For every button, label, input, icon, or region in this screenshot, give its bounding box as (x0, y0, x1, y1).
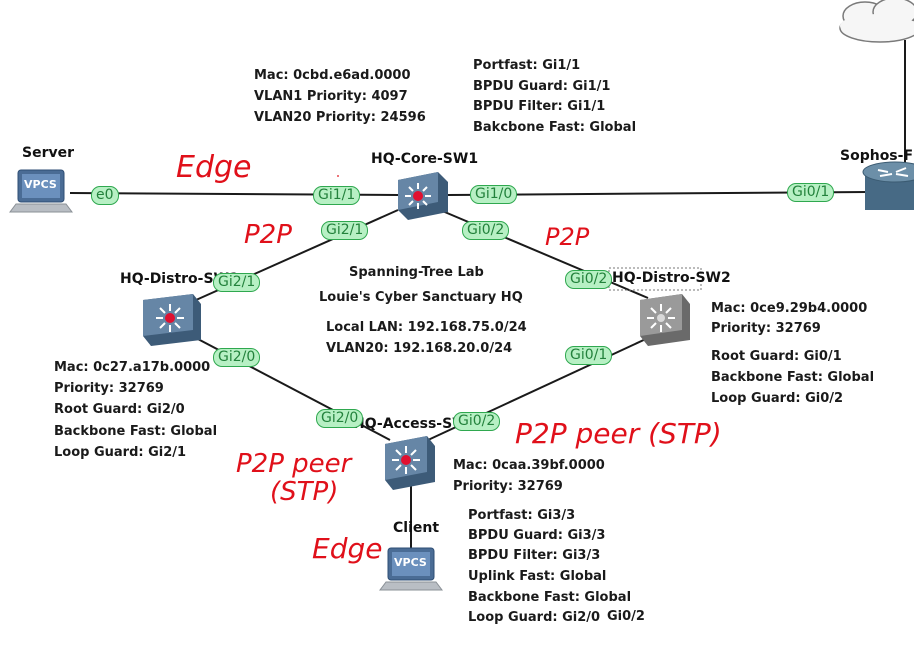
port-core-gi02[interactable]: Gi0/2 (462, 221, 510, 240)
port-server-e0[interactable]: e0 (91, 186, 119, 205)
core-vlan20-priority: VLAN20 Priority: 24596 (254, 110, 426, 125)
distro2-mac: Mac: 0ce9.29b4.0000 (711, 301, 868, 316)
distro2-switch-icon (608, 267, 702, 346)
core-vlan1-priority: VLAN1 Priority: 4097 (254, 89, 408, 104)
access-label: HQ-Access-SW1 (353, 416, 478, 432)
port-sophos-gi01[interactable]: Gi0/1 (787, 183, 835, 202)
core-portfast: Portfast: Gi1/1 (473, 58, 581, 73)
distro2-label: HQ-Distro-SW2 (612, 270, 731, 286)
port-access-gi20[interactable]: Gi2/0 (316, 409, 364, 428)
lab-local-lan: Local LAN: 192.168.75.0/24 (326, 320, 527, 335)
router-icon (862, 161, 914, 210)
annotation-p2p-peer-left-2: (STP) (270, 477, 339, 507)
distro1-priority: Priority: 32769 (54, 381, 164, 396)
core-bpdu-filter: BPDU Filter: Gi1/1 (473, 99, 606, 114)
port-distro2-gi02[interactable]: Gi0/2 (565, 270, 613, 289)
core-bpdu-guard: BPDU Guard: Gi1/1 (473, 79, 611, 94)
annotation-p2p-right: P2P (545, 223, 590, 251)
port-distro1-gi20[interactable]: Gi2/0 (213, 348, 261, 367)
lab-title: Spanning-Tree Lab (349, 265, 484, 280)
access-loop-guard-extra: Gi0/2 (607, 609, 645, 624)
distro1-backbone-fast: Backbone Fast: Global (54, 424, 218, 439)
access-bpdu-guard: BPDU Guard: Gi3/3 (468, 528, 606, 543)
distro1-loop-guard: Loop Guard: Gi2/1 (54, 445, 187, 460)
distro2-root-guard: Root Guard: Gi0/1 (711, 349, 842, 364)
server-label: Server (22, 145, 75, 161)
access-uplink-fast: Uplink Fast: Global (468, 569, 607, 584)
cloud-icon (839, 0, 914, 43)
lab-vlan20: VLAN20: 192.168.20.0/24 (326, 341, 513, 356)
core-backbone-fast: Bakcbone Fast: Global (473, 120, 637, 135)
core-switch-icon (398, 172, 448, 220)
access-mac: Mac: 0caa.39bf.0000 (453, 458, 605, 473)
core-label: HQ-Core-SW1 (371, 151, 479, 167)
sophos-label: Sophos-F (840, 148, 914, 164)
client-vpcs-badge: VPCS (394, 556, 427, 569)
access-backbone-fast: Backbone Fast: Global (468, 590, 632, 605)
distro1-switch-icon (143, 294, 201, 346)
annotation-edge-server: Edge (176, 150, 252, 185)
client-vpcs-icon (379, 547, 443, 591)
core-mac: Mac: 0cbd.e6ad.0000 (254, 68, 411, 83)
access-bpdu-filter: BPDU Filter: Gi3/3 (468, 548, 601, 563)
annotation-p2p-peer-right: P2P peer (STP) (515, 417, 722, 450)
access-priority: Priority: 32769 (453, 479, 563, 494)
distro2-loop-guard: Loop Guard: Gi0/2 (711, 391, 844, 406)
access-portfast: Portfast: Gi3/3 (468, 508, 576, 523)
distro1-root-guard: Root Guard: Gi2/0 (54, 402, 185, 417)
lab-subtitle: Louie's Cyber Sanctuary HQ (319, 290, 523, 305)
access-loop-guard: Loop Guard: Gi2/0 (468, 610, 601, 625)
port-core-gi11[interactable]: Gi1/1 (313, 186, 361, 205)
distro1-mac: Mac: 0c27.a17b.0000 (54, 360, 211, 375)
distro2-priority: Priority: 32769 (711, 321, 821, 336)
port-access-gi02[interactable]: Gi0/2 (453, 412, 501, 431)
server-vpcs-badge: VPCS (24, 178, 57, 191)
port-distro1-gi21[interactable]: Gi2/1 (213, 273, 261, 292)
annotation-edge-client: Edge (312, 532, 383, 565)
distro2-backbone-fast: Backbone Fast: Global (711, 370, 875, 385)
client-label: Client (393, 520, 440, 536)
annotation-p2p-peer-left-1: P2P peer (236, 449, 352, 479)
port-core-gi21[interactable]: Gi2/1 (321, 221, 369, 240)
port-distro2-gi01[interactable]: Gi0/1 (565, 346, 613, 365)
server-vpcs-icon (9, 169, 73, 213)
distro1-label: HQ-Distro-SW1 (120, 271, 239, 287)
access-switch-icon (385, 436, 435, 490)
port-core-gi10[interactable]: Gi1/0 (470, 185, 518, 204)
annotation-p2p-left: P2P (244, 220, 292, 250)
